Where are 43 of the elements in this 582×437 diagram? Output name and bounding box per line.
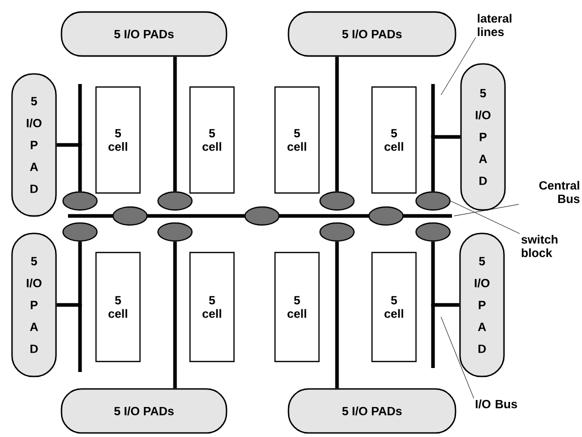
switch-block-ellipse (112, 206, 148, 226)
io-pad: 5 I/O P A D (11, 73, 57, 217)
cell-box: 5 cell (274, 252, 320, 362)
cell-box: 5 cell (95, 86, 141, 194)
leader-line (440, 37, 476, 96)
cell-box: 5 cell (189, 252, 235, 362)
callout-label: I/O Bus (476, 400, 518, 408)
io-pad: 5 I/O P A D (460, 63, 506, 211)
switch-block-ellipse (157, 191, 193, 211)
bus-line (173, 56, 177, 192)
bus-line (56, 143, 82, 192)
io-pad: 5 I/O PADs (60, 11, 228, 57)
switch-block-ellipse (319, 191, 355, 211)
bus-line (431, 135, 460, 192)
switch-block-ellipse (415, 222, 451, 242)
cell-box: 5 cell (274, 86, 320, 194)
leader-line (440, 316, 474, 399)
io-pad: 5 I/O P A D (459, 232, 505, 378)
io-pad: 5 I/O PADs (288, 388, 456, 434)
switch-block-ellipse (244, 206, 280, 226)
switch-block-ellipse (319, 222, 355, 242)
bus-line (335, 56, 339, 192)
cell-box: 5 cell (371, 252, 417, 362)
cell-box: 5 cell (371, 86, 417, 194)
callout-label: switch block (521, 234, 558, 258)
leader-line (450, 200, 520, 234)
io-pad: 5 I/O PADs (60, 388, 228, 434)
cell-box: 5 cell (189, 86, 235, 194)
bus-line (173, 242, 177, 388)
io-pad: 5 I/O P A D (11, 232, 57, 378)
switch-block-ellipse (62, 222, 98, 242)
switch-block-ellipse (368, 206, 404, 226)
bus-line (335, 242, 339, 388)
cell-box: 5 cell (95, 252, 141, 362)
callout-label: lateral lines (478, 14, 512, 36)
switch-block-ellipse (157, 222, 193, 242)
callout-label: Central Bus (539, 180, 580, 204)
bus-line (56, 242, 82, 307)
leader-line (454, 204, 520, 216)
switch-block-ellipse (62, 191, 98, 211)
io-pad: 5 I/O PADs (288, 11, 456, 57)
bus-line (431, 242, 460, 307)
switch-block-ellipse (415, 191, 451, 211)
